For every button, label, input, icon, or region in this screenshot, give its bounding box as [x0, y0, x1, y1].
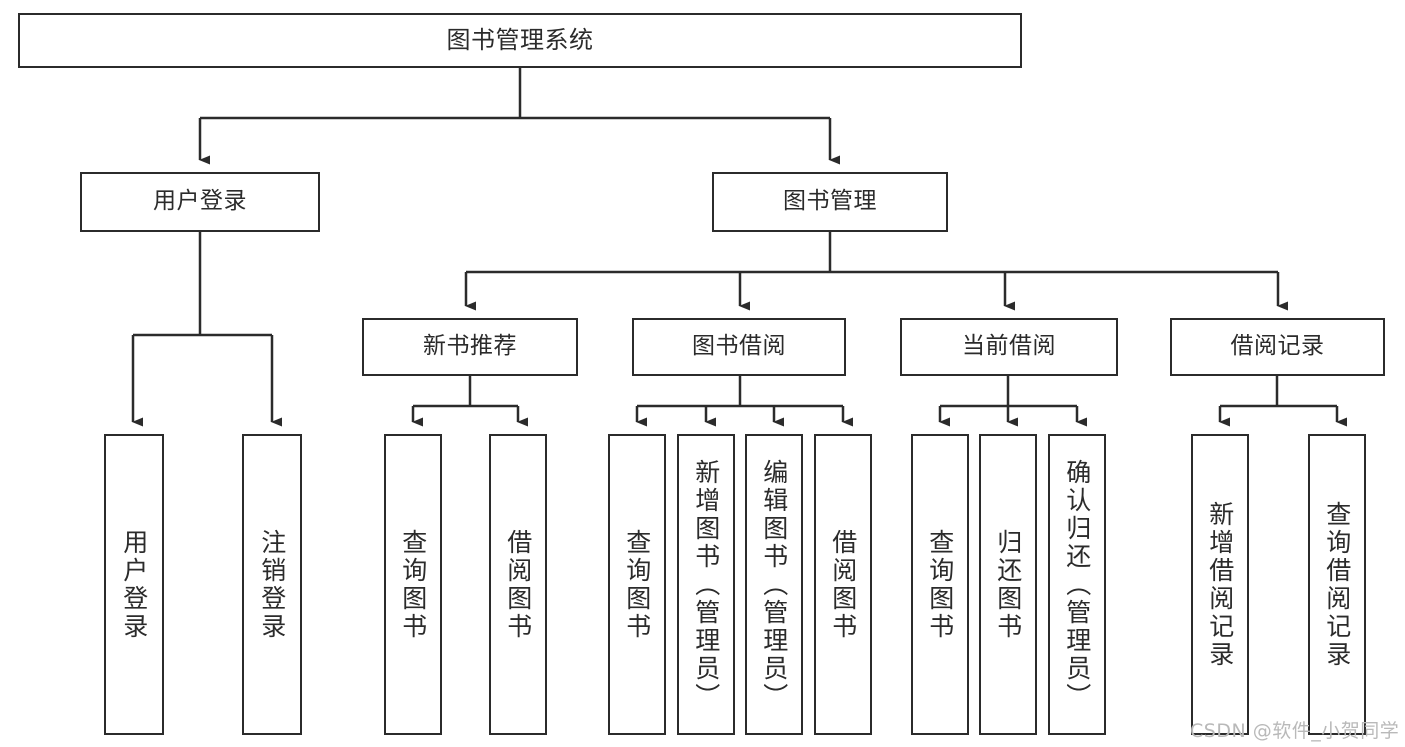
node-label: 借阅图书: [503, 528, 533, 641]
node-user-login[interactable]: 用户登录: [80, 172, 320, 232]
node-label: 图书管理: [783, 188, 877, 215]
leaf-book-borrow-edit-book-admin[interactable]: 编辑图书（管理员）: [745, 434, 803, 735]
leaf-current-borrow-query-book[interactable]: 查询图书: [911, 434, 969, 735]
node-new-book-recommend[interactable]: 新书推荐: [362, 318, 578, 376]
node-borrow-record[interactable]: 借阅记录: [1170, 318, 1385, 376]
leaf-book-borrow-query-book[interactable]: 查询图书: [608, 434, 666, 735]
node-label: 查询图书: [925, 528, 955, 641]
leaf-book-borrow-add-book-admin[interactable]: 新增图书（管理员）: [677, 434, 735, 735]
node-label: 用户登录: [153, 188, 247, 215]
leaf-new-book-query-book[interactable]: 查询图书: [384, 434, 442, 735]
node-label: 归还图书: [993, 528, 1023, 641]
node-label: 查询图书: [398, 528, 428, 641]
node-label: 新书推荐: [423, 333, 517, 360]
node-label: 新增图书（管理员）: [691, 458, 721, 711]
watermark-text: CSDN @软件_小贺同学: [1190, 720, 1400, 742]
node-label: 当前借阅: [962, 333, 1056, 360]
leaf-new-book-borrow-book[interactable]: 借阅图书: [489, 434, 547, 735]
leaf-borrow-record-query-record[interactable]: 查询借阅记录: [1308, 434, 1366, 735]
node-root-book-management-system[interactable]: 图书管理系统: [18, 13, 1022, 68]
csdn-watermark: CSDN @软件_小贺同学: [1190, 716, 1399, 743]
node-label: 借阅记录: [1230, 333, 1325, 360]
node-label: 确认归还（管理员）: [1062, 458, 1092, 711]
node-label: 查询图书: [622, 528, 652, 641]
leaf-user-login-login[interactable]: 用户登录: [104, 434, 164, 735]
node-current-borrow[interactable]: 当前借阅: [900, 318, 1118, 376]
node-label: 用户登录: [119, 528, 149, 641]
leaf-user-login-logout[interactable]: 注销登录: [242, 434, 302, 735]
node-book-management[interactable]: 图书管理: [712, 172, 948, 232]
node-label: 注销登录: [257, 528, 287, 641]
node-label: 新增借阅记录: [1205, 500, 1235, 669]
node-label: 查询借阅记录: [1322, 500, 1352, 669]
leaf-book-borrow-borrow-book[interactable]: 借阅图书: [814, 434, 872, 735]
node-label: 编辑图书（管理员）: [759, 458, 789, 711]
node-label: 借阅图书: [828, 528, 858, 641]
leaf-current-borrow-confirm-return-admin[interactable]: 确认归还（管理员）: [1048, 434, 1106, 735]
node-label: 图书借阅: [692, 333, 786, 360]
leaf-current-borrow-return-book[interactable]: 归还图书: [979, 434, 1037, 735]
node-book-borrow[interactable]: 图书借阅: [632, 318, 846, 376]
leaf-borrow-record-add-record[interactable]: 新增借阅记录: [1191, 434, 1249, 735]
node-label: 图书管理系统: [446, 26, 594, 55]
